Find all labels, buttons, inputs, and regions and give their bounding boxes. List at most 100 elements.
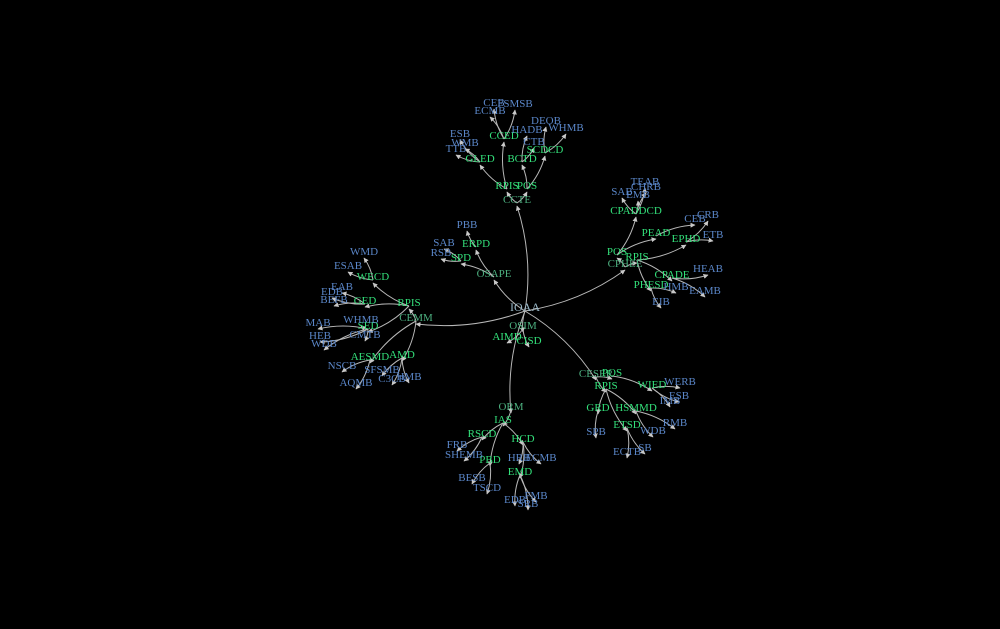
node-pos1[interactable]: POS [517, 180, 537, 192]
node-scdcd[interactable]: SCDCD [527, 144, 564, 156]
node-osape[interactable]: OSAPE [477, 268, 512, 280]
node-cpaddcd[interactable]: CPADDCD [610, 205, 662, 217]
node-osim[interactable]: OSIM [509, 320, 537, 332]
node-ceb[interactable]: CEB [483, 97, 504, 109]
node-cisd[interactable]: CISD [516, 335, 541, 347]
node-nscb[interactable]: NSCB [328, 360, 357, 372]
node-sed[interactable]: SED [358, 320, 379, 332]
node-pos3[interactable]: POS [602, 367, 622, 379]
node-hcd[interactable]: HCD [511, 433, 534, 445]
node-ioaa[interactable]: IOAA [510, 300, 540, 314]
node-rpis2[interactable]: RPIS [625, 251, 648, 263]
node-spb[interactable]: SPB [586, 426, 606, 438]
node-eib[interactable]: EIB [652, 296, 670, 308]
node-emd[interactable]: EMD [508, 466, 533, 478]
node-eab[interactable]: EAB [331, 281, 353, 293]
node-wmd[interactable]: WMD [350, 246, 378, 258]
node-phesd[interactable]: PHESD [634, 279, 669, 291]
node-crb[interactable]: CRB [697, 209, 719, 221]
node-cced[interactable]: CCED [489, 130, 518, 142]
node-esab[interactable]: ESAB [334, 260, 362, 272]
node-ceser[interactable]: CESER [579, 368, 614, 380]
node-esb2[interactable]: ESB [669, 390, 689, 402]
edge-bctd-hadb [521, 135, 528, 163]
node-pos2[interactable]: POS [607, 246, 627, 258]
node-pbd[interactable]: PBD [479, 454, 500, 466]
node-wecd[interactable]: WECD [357, 271, 389, 283]
node-orm[interactable]: ORM [498, 401, 523, 413]
node-srb[interactable]: SRB [518, 498, 539, 510]
node-ias[interactable]: IAS [494, 414, 512, 426]
node-ctb[interactable]: CTB [523, 136, 544, 148]
node-rpis4[interactable]: RPIS [594, 380, 617, 392]
node-ephd[interactable]: EPHD [672, 233, 701, 245]
node-tscd[interactable]: TSCD [473, 482, 501, 494]
node-hmb2[interactable]: HMB [396, 371, 421, 383]
node-befb[interactable]: BEFB [320, 294, 348, 306]
node-c3cb[interactable]: C3CB [378, 373, 406, 385]
node-whmb[interactable]: WHMB [548, 122, 583, 134]
node-sab[interactable]: SAB [433, 237, 454, 249]
node-imb[interactable]: IMB [660, 395, 681, 407]
node-rscd[interactable]: RSCD [468, 428, 497, 440]
node-bctd[interactable]: BCTD [507, 153, 536, 165]
node-pead[interactable]: PEAD [642, 227, 671, 239]
node-cmtb[interactable]: CMTB [349, 329, 380, 341]
node-besb[interactable]: BESB [458, 472, 486, 484]
node-esb[interactable]: ESB [450, 128, 470, 140]
node-ecmb[interactable]: ECMB [474, 105, 505, 117]
node-spd[interactable]: SPD [451, 252, 471, 264]
node-sfsmb[interactable]: SFSMB [364, 364, 399, 376]
node-edb2[interactable]: EDB [504, 494, 526, 506]
node-chrb[interactable]: CHRB [631, 181, 661, 193]
node-wdb2[interactable]: WDB [640, 425, 666, 437]
node-werb[interactable]: WERB [664, 376, 696, 388]
node-frb[interactable]: FRB [447, 439, 468, 451]
node-aesmd[interactable]: AESMD [351, 351, 390, 363]
node-rpis1[interactable]: RPIS [495, 180, 518, 192]
node-rmb[interactable]: RMB [663, 417, 687, 429]
node-hadb[interactable]: HADB [511, 124, 542, 136]
node-emb[interactable]: EMB [626, 189, 650, 201]
node-gled[interactable]: GLED [465, 153, 494, 165]
node-aimd[interactable]: AIMD [492, 331, 521, 343]
node-ged[interactable]: GED [354, 295, 377, 307]
node-pbb[interactable]: PBB [457, 219, 478, 231]
node-ttb[interactable]: TTB [446, 143, 467, 155]
node-wdb[interactable]: WDB [311, 338, 337, 350]
node-grd[interactable]: GRD [586, 402, 609, 414]
node-etsd[interactable]: ETSD [613, 419, 641, 431]
node-deob[interactable]: DEOB [531, 115, 561, 127]
node-eamb[interactable]: EAMB [689, 285, 721, 297]
node-heab[interactable]: HEAB [693, 263, 723, 275]
node-sab2[interactable]: SAB [611, 186, 632, 198]
node-ccte[interactable]: CCTE [503, 194, 531, 206]
node-cpade[interactable]: CPADE [654, 269, 689, 281]
node-wied[interactable]: WIED [638, 379, 667, 391]
node-mab[interactable]: MAB [305, 317, 330, 329]
node-rsb[interactable]: RSB [431, 247, 452, 259]
node-rpis3[interactable]: RPIS [397, 297, 420, 309]
node-shemb[interactable]: SHEMB [445, 449, 483, 461]
node-cphee[interactable]: CPHEE [608, 258, 643, 270]
node-hrb[interactable]: HRB [508, 452, 531, 464]
node-fmb[interactable]: FMB [524, 490, 547, 502]
node-wmb[interactable]: WMB [451, 137, 479, 149]
node-amd[interactable]: AMD [389, 349, 415, 361]
node-whmb2[interactable]: WHMB [343, 314, 378, 326]
node-etb[interactable]: ETB [703, 229, 724, 241]
node-edb[interactable]: EDB [321, 286, 343, 298]
node-ectb[interactable]: ECTB [613, 446, 641, 458]
node-fsmsb[interactable]: FSMSB [497, 98, 532, 110]
node-sb[interactable]: SB [638, 442, 651, 454]
node-heb[interactable]: HEB [309, 330, 331, 342]
node-ceb2[interactable]: CEB [684, 213, 705, 225]
node-hsmmd[interactable]: HSMMD [615, 402, 657, 414]
node-erpd[interactable]: ERPD [462, 238, 490, 250]
node-aqmb[interactable]: AQMB [339, 377, 372, 389]
node-cemm[interactable]: CEMM [399, 312, 433, 324]
node-ecmb2[interactable]: ECMB [525, 452, 556, 464]
node-hmb[interactable]: HMB [663, 281, 688, 293]
edge-spd-rsb [440, 258, 462, 263]
node-teab[interactable]: TEAB [631, 176, 660, 188]
